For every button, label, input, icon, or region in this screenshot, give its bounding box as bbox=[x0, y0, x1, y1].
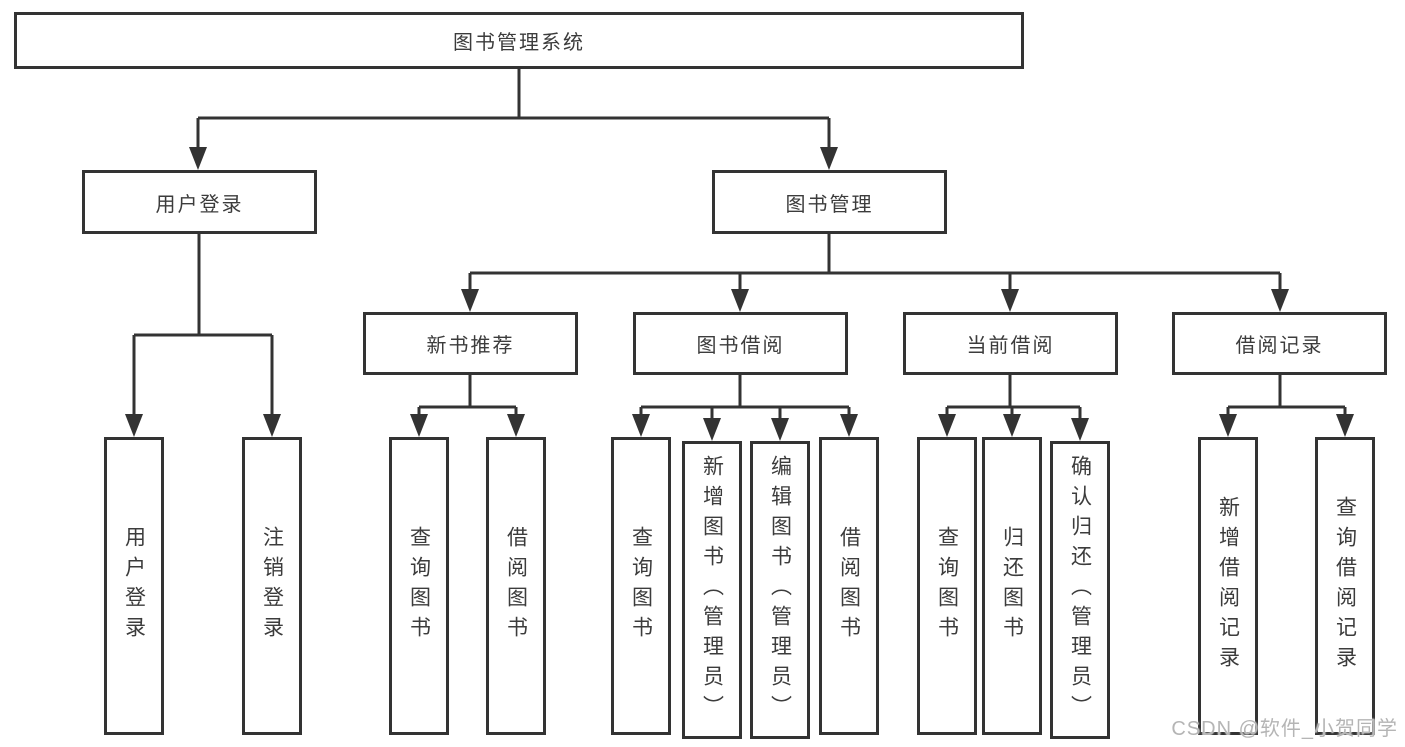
node-leaf-confirm-return-admin: 确认归还（管理员） bbox=[1050, 441, 1110, 739]
node-leaf-edit-book-admin-label: 编辑图书（管理员） bbox=[768, 455, 792, 725]
node-book-borrow: 图书借阅 bbox=[633, 312, 848, 375]
node-leaf-query-book-2-label: 查询图书 bbox=[629, 526, 653, 646]
connector-root-to-level2 bbox=[189, 68, 838, 170]
node-leaf-edit-book-admin: 编辑图书（管理员） bbox=[750, 441, 810, 739]
node-leaf-add-book-admin: 新增图书（管理员） bbox=[682, 441, 742, 739]
node-leaf-borrow-book-1-label: 借阅图书 bbox=[504, 526, 528, 646]
node-leaf-return-book: 归还图书 bbox=[982, 437, 1042, 735]
node-leaf-return-book-label: 归还图书 bbox=[1000, 526, 1024, 646]
node-book-borrow-label: 图书借阅 bbox=[696, 335, 785, 357]
connector-book-mgmt-children bbox=[461, 234, 1289, 312]
node-root: 图书管理系统 bbox=[14, 12, 1024, 69]
node-book-mgmt-branch-label: 图书管理 bbox=[785, 193, 874, 216]
connector-user-login-children bbox=[125, 234, 281, 437]
node-leaf-user-login: 用户登录 bbox=[104, 437, 164, 735]
connector-borrow-record-children bbox=[1219, 375, 1354, 437]
node-current-borrow-label: 当前借阅 bbox=[966, 335, 1055, 357]
node-leaf-add-book-admin-label: 新增图书（管理员） bbox=[700, 455, 724, 725]
node-current-borrow: 当前借阅 bbox=[903, 312, 1118, 375]
node-leaf-query-book-2: 查询图书 bbox=[611, 437, 671, 735]
node-leaf-query-borrow-record-label: 查询借阅记录 bbox=[1333, 496, 1357, 676]
node-leaf-borrow-book-2-label: 借阅图书 bbox=[837, 526, 861, 646]
node-leaf-logout: 注销登录 bbox=[242, 437, 302, 735]
node-borrow-record: 借阅记录 bbox=[1172, 312, 1387, 375]
node-leaf-query-book-1: 查询图书 bbox=[389, 437, 449, 735]
node-book-mgmt-branch: 图书管理 bbox=[712, 170, 947, 234]
node-leaf-confirm-return-admin-label: 确认归还（管理员） bbox=[1068, 455, 1092, 725]
connector-new-book-children bbox=[410, 375, 525, 437]
node-leaf-add-borrow-record-label: 新增借阅记录 bbox=[1216, 496, 1240, 676]
node-leaf-query-book-1-label: 查询图书 bbox=[407, 526, 431, 646]
node-borrow-record-label: 借阅记录 bbox=[1235, 335, 1324, 357]
node-leaf-borrow-book-1: 借阅图书 bbox=[486, 437, 546, 735]
node-leaf-logout-label: 注销登录 bbox=[260, 526, 284, 646]
node-leaf-add-borrow-record: 新增借阅记录 bbox=[1198, 437, 1258, 735]
watermark: CSDN @软件_小贺同学 bbox=[1171, 718, 1398, 740]
node-new-book-recommend: 新书推荐 bbox=[363, 312, 578, 375]
node-new-book-recommend-label: 新书推荐 bbox=[426, 335, 515, 357]
node-root-label: 图书管理系统 bbox=[453, 32, 585, 54]
node-leaf-query-borrow-record: 查询借阅记录 bbox=[1315, 437, 1375, 735]
node-user-login-branch-label: 用户登录 bbox=[155, 193, 244, 216]
node-leaf-borrow-book-2: 借阅图书 bbox=[819, 437, 879, 735]
connector-current-borrow-children bbox=[938, 375, 1089, 441]
node-leaf-query-book-3-label: 查询图书 bbox=[935, 526, 959, 646]
node-leaf-user-login-label: 用户登录 bbox=[122, 526, 146, 646]
connector-book-borrow-children bbox=[632, 375, 858, 441]
node-leaf-query-book-3: 查询图书 bbox=[917, 437, 977, 735]
node-user-login-branch: 用户登录 bbox=[82, 170, 317, 234]
